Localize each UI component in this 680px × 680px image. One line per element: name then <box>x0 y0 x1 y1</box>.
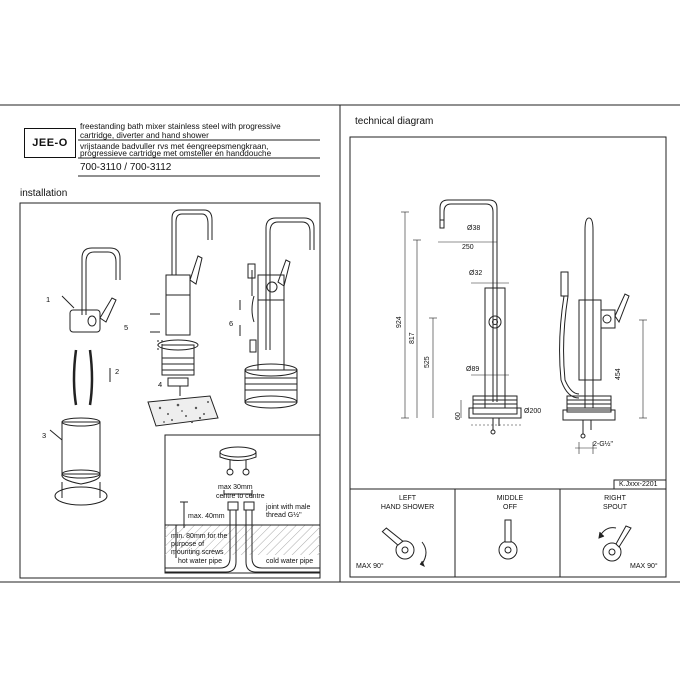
step-4-label: 4 <box>158 380 163 389</box>
dim-454: 454 <box>615 368 622 380</box>
drawing-code: K.Jxxx-2201 <box>619 481 658 488</box>
cold-water-pipe-label: cold water pipe <box>266 558 314 565</box>
brand-logo: JEE-O <box>24 128 76 158</box>
hot-water-pipe-label: hot water pipe <box>178 558 222 565</box>
description-nl-line-1: vrijstaande badvuller rvs met éengreepsm… <box>80 142 269 151</box>
min80-label-line-3: mounting screws <box>171 549 224 556</box>
dim-d38: Ø38 <box>467 225 481 232</box>
position-left-title: LEFT HAND SHOWER <box>360 494 455 512</box>
min80-label-line-2: purpose of <box>171 541 205 548</box>
position-right-line-1: RIGHT <box>604 495 626 502</box>
article-numbers: 700-3110 / 700-3112 <box>80 162 172 173</box>
position-left-max-label: MAX 90° <box>356 563 384 570</box>
dim-d89: Ø89 <box>466 366 480 373</box>
position-middle-line-1: MIDDLE <box>496 495 524 502</box>
step-3-label: 3 <box>42 431 47 440</box>
dim-thread: 2-G½" <box>593 441 613 448</box>
position-left-line-1: LEFT <box>398 495 417 502</box>
step-2-label: 2 <box>115 367 120 376</box>
position-left-line-2: HAND SHOWER <box>380 504 435 511</box>
installation-title: installation <box>20 188 68 199</box>
min80-label-line-1: min. 80mm for the <box>171 533 228 540</box>
lever-position-icons <box>381 519 632 568</box>
position-middle-title: MIDDLE OFF <box>460 494 560 512</box>
description-nl-line-2: progressieve cartridge met omsteller en … <box>80 149 272 158</box>
position-right-title: RIGHT SPOUT <box>565 494 665 512</box>
centre-to-centre-label: centre to centre <box>216 493 265 500</box>
technical-diagram-title: technical diagram <box>355 116 434 127</box>
dim-525: 525 <box>424 356 431 368</box>
dim-d32: Ø32 <box>469 270 483 277</box>
technical-drawing <box>401 199 647 454</box>
dim-60: 60 <box>455 412 462 420</box>
dim-250: 250 <box>462 244 474 251</box>
step-5-label: 5 <box>124 323 129 332</box>
lever-right-icon <box>598 525 632 562</box>
dim-817: 817 <box>409 332 416 344</box>
dim-d200: Ø200 <box>524 408 542 415</box>
position-middle-line-2: OFF <box>503 504 517 511</box>
max-30mm-label: max 30mm <box>218 484 253 491</box>
lever-left-icon <box>381 527 427 568</box>
joint-label-line-2: thread G½" <box>266 512 302 519</box>
step-1-label: 1 <box>46 295 51 304</box>
description-en-line-2: cartridge, diverter and hand shower <box>80 131 209 140</box>
installation-drawings <box>49 209 320 574</box>
position-right-max-label: MAX 90° <box>630 563 658 570</box>
joint-label-line-1: joint with male <box>266 504 311 511</box>
step-6-label: 6 <box>229 319 234 328</box>
lever-middle-icon <box>498 519 518 560</box>
position-right-line-2: SPOUT <box>602 504 628 511</box>
description-en-line-1: freestanding bath mixer stainless steel … <box>80 122 281 131</box>
max-40mm-label: max. 40mm <box>188 513 225 520</box>
dim-924: 924 <box>396 316 403 328</box>
